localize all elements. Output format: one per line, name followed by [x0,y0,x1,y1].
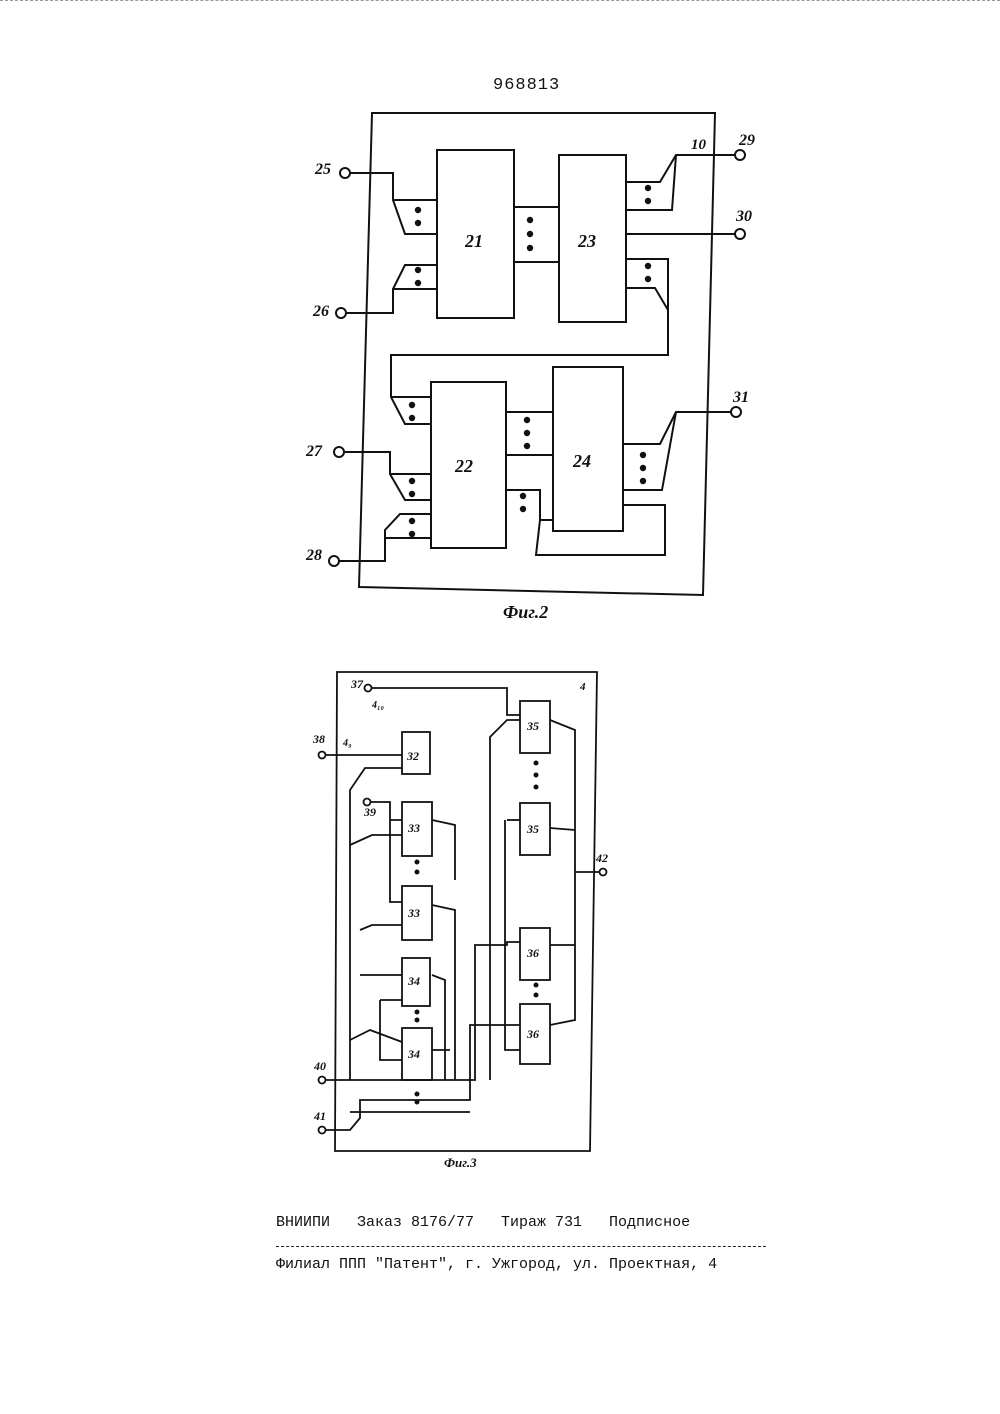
terminal-42 [600,869,607,876]
block-35b-label: 35 [526,822,539,836]
terminal-40-label: 40 [313,1059,326,1073]
figure-3-caption: Фиг.3 [444,1155,477,1170]
sub-label-4-10: 4₁₀ [371,700,384,711]
terminal-37-label: 37 [350,677,364,691]
block-35a-label: 35 [526,719,539,733]
terminal-42-label: 42 [595,851,608,865]
block-36b-label: 36 [526,1027,539,1041]
imprint-divider [276,1246,766,1247]
block-36a-label: 36 [526,946,539,960]
terminal-39-label: 39 [363,805,376,819]
block-33b-label: 33 [407,906,420,920]
figure-3-diagram: 32 33 33 34 34 35 35 36 36 37 38 39 40 4… [0,0,1000,1180]
terminal-41 [319,1127,326,1134]
terminal-41-label: 41 [313,1109,326,1123]
terminal-37 [365,685,372,692]
block-34a-label: 34 [407,974,420,988]
block-32-label: 32 [406,749,419,763]
unit-4-label: 4 [579,681,586,693]
terminal-38-label: 38 [312,732,325,746]
block-34b-label: 34 [407,1047,420,1061]
terminal-40 [319,1077,326,1084]
imprint-line-1: ВНИИПИ Заказ 8176/77 Тираж 731 Подписное [276,1214,776,1231]
block-33a-label: 33 [407,821,420,835]
sub-label-4-9: 4₉ [342,738,352,749]
terminal-38 [319,752,326,759]
imprint-line-2: Филиал ППП "Патент", г. Ужгород, ул. Про… [276,1256,776,1273]
